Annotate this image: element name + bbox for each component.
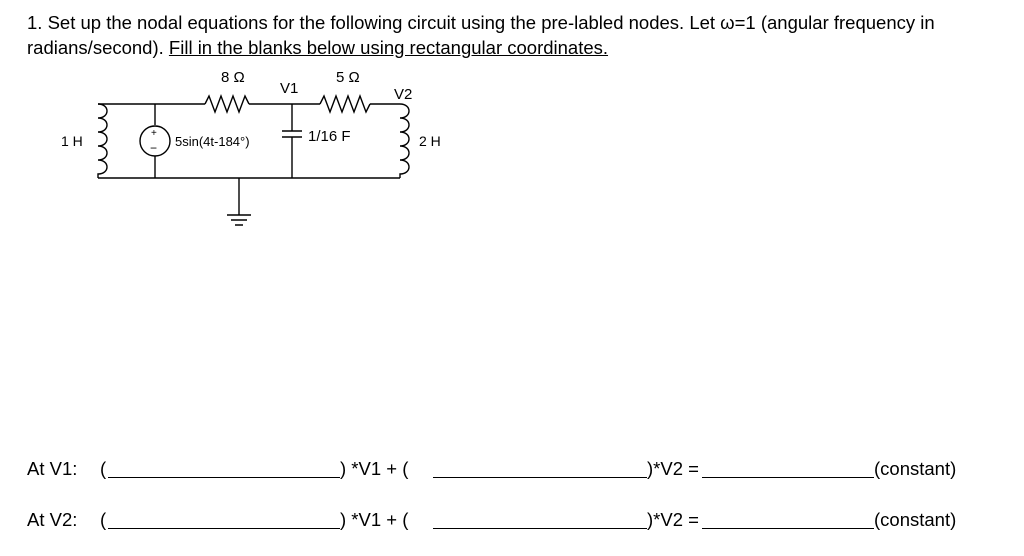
blank-v2-coeff[interactable] xyxy=(433,477,647,478)
capacitor-label: 1/16 F xyxy=(308,128,351,145)
node-v1-label: V1 xyxy=(280,80,298,97)
inductor1-label: 1 H xyxy=(61,133,83,149)
open-paren: ( xyxy=(100,458,107,479)
question-prefix: 1. Set up the nodal equations for the fo… xyxy=(27,12,935,58)
r2-label: 5 Ω xyxy=(336,69,360,86)
resistor-8-ohm xyxy=(204,94,250,114)
source-minus-sign: − xyxy=(150,141,157,155)
inductor-1h xyxy=(97,103,108,178)
open-paren: ( xyxy=(100,509,107,530)
inductor2-label: 2 H xyxy=(419,133,441,149)
r1-label: 8 Ω xyxy=(221,69,245,86)
equation-label: At V1: xyxy=(27,458,78,479)
constant-label: (constant) xyxy=(874,458,957,479)
node-v2-label: V2 xyxy=(394,86,412,103)
source-plus-sign: + xyxy=(151,128,157,139)
source-label: 5sin(4t-184°) xyxy=(175,134,250,149)
resistor-5-ohm xyxy=(319,94,371,114)
question-instruction: Fill in the blanks below using rectangul… xyxy=(168,37,609,58)
mid-text-2: )*V2 = xyxy=(647,509,699,530)
blank-constant[interactable] xyxy=(702,528,874,529)
mid-text-1: ) *V1 + ( xyxy=(340,458,409,479)
blank-constant[interactable] xyxy=(702,477,874,478)
inductor-2h xyxy=(399,103,410,178)
question-text: 1. Set up the nodal equations for the fo… xyxy=(27,10,1007,60)
mid-text-1: ) *V1 + ( xyxy=(340,509,409,530)
blank-v2-coeff[interactable] xyxy=(433,528,647,529)
constant-label: (constant) xyxy=(874,509,957,530)
mid-text-2: )*V2 = xyxy=(647,458,699,479)
ground-symbol xyxy=(227,214,251,226)
blank-v1-coeff[interactable] xyxy=(108,477,340,478)
equation-label: At V2: xyxy=(27,509,78,530)
blank-v1-coeff[interactable] xyxy=(108,528,340,529)
